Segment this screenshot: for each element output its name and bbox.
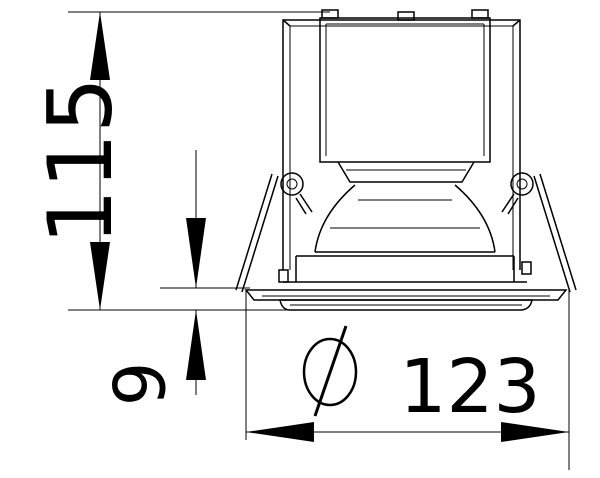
- recess-arrow-top: [186, 218, 206, 288]
- lamp-neck: [337, 161, 475, 183]
- lamp-housing: [319, 17, 491, 163]
- reflector: [314, 184, 496, 253]
- height-dimension: 115: [29, 12, 132, 310]
- diameter-dimension-label: 123: [399, 344, 540, 430]
- height-arrow-bottom: [90, 242, 110, 310]
- trim-frame: [283, 255, 527, 283]
- diameter-symbol-icon: [302, 325, 358, 417]
- luminaire-drawing: [235, 9, 577, 311]
- diameter-dimension: 123: [246, 325, 569, 442]
- height-arrow-top: [90, 12, 110, 80]
- diameter-arrow-right: [501, 422, 569, 442]
- height-dimension-label: 115: [29, 77, 132, 245]
- recess-dimension: 9: [100, 150, 206, 407]
- extension-lines: [68, 11, 570, 470]
- diameter-arrow-left: [246, 422, 314, 442]
- left-spring-clip: [235, 172, 313, 293]
- right-spring-clip: [501, 172, 577, 293]
- recess-arrow-bottom: [186, 310, 206, 380]
- recess-dimension-label: 9: [100, 362, 182, 407]
- bezel-flange: [244, 289, 568, 311]
